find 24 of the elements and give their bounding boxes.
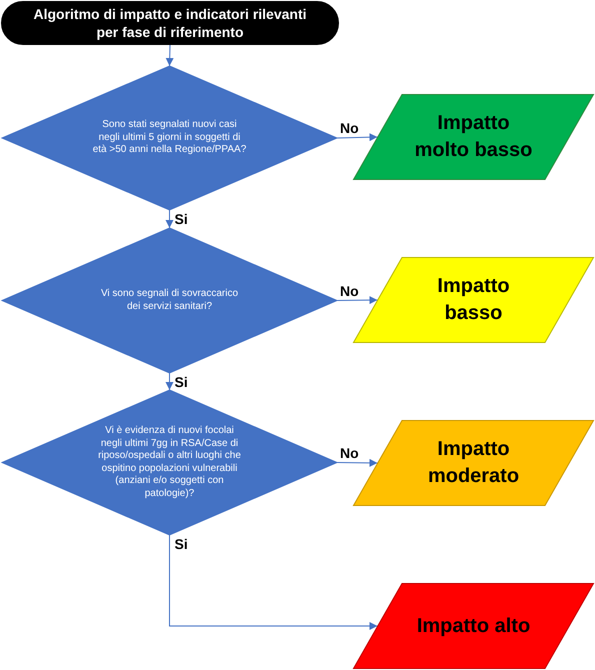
question-text: Sono stati segnalati nuovi casi negli ultimi 5 giorni in soggetti di età >50 anni nella Regione/PPAA?: [92, 119, 248, 157]
outcome-text: Impatto basso: [436, 274, 511, 326]
start-terminator: [1, 1, 339, 45]
outcome-text: Impatto moderato: [426, 437, 520, 489]
arrow: [169, 534, 378, 630]
decision-diamond: [2, 390, 337, 535]
outcome-parallelogram: [353, 583, 594, 669]
arrow: [336, 458, 378, 467]
arrow: [166, 372, 174, 390]
arrow: [336, 133, 378, 142]
question-text: Vi sono segnali di sovraccarico dei servizi sanitari?: [100, 288, 240, 313]
outcome-text: Impatto alto: [416, 614, 532, 638]
edge-label: Si: [174, 536, 188, 552]
arrow: [166, 210, 174, 228]
edge-label: Si: [174, 211, 188, 227]
decision-diamond: [2, 66, 337, 210]
decision-diamond: [2, 228, 337, 373]
question-text: Vi è evidenza di nuovi focolai negli ultimi 7gg in RSA/Case di riposo/ospedali o altri luoghi che ospitino popolazioni vulnerabili (anziani e/o soggetti con patologie)?: [97, 425, 242, 500]
arrow: [336, 296, 378, 304]
edge-label: No: [340, 120, 359, 136]
arrow: [166, 44, 174, 66]
outcome-text: Impatto molto basso: [414, 111, 534, 163]
edge-label: Si: [174, 374, 188, 390]
heading-text: Algoritmo di impatto e indicatori rilevanti per fase di riferimento: [32, 5, 308, 41]
